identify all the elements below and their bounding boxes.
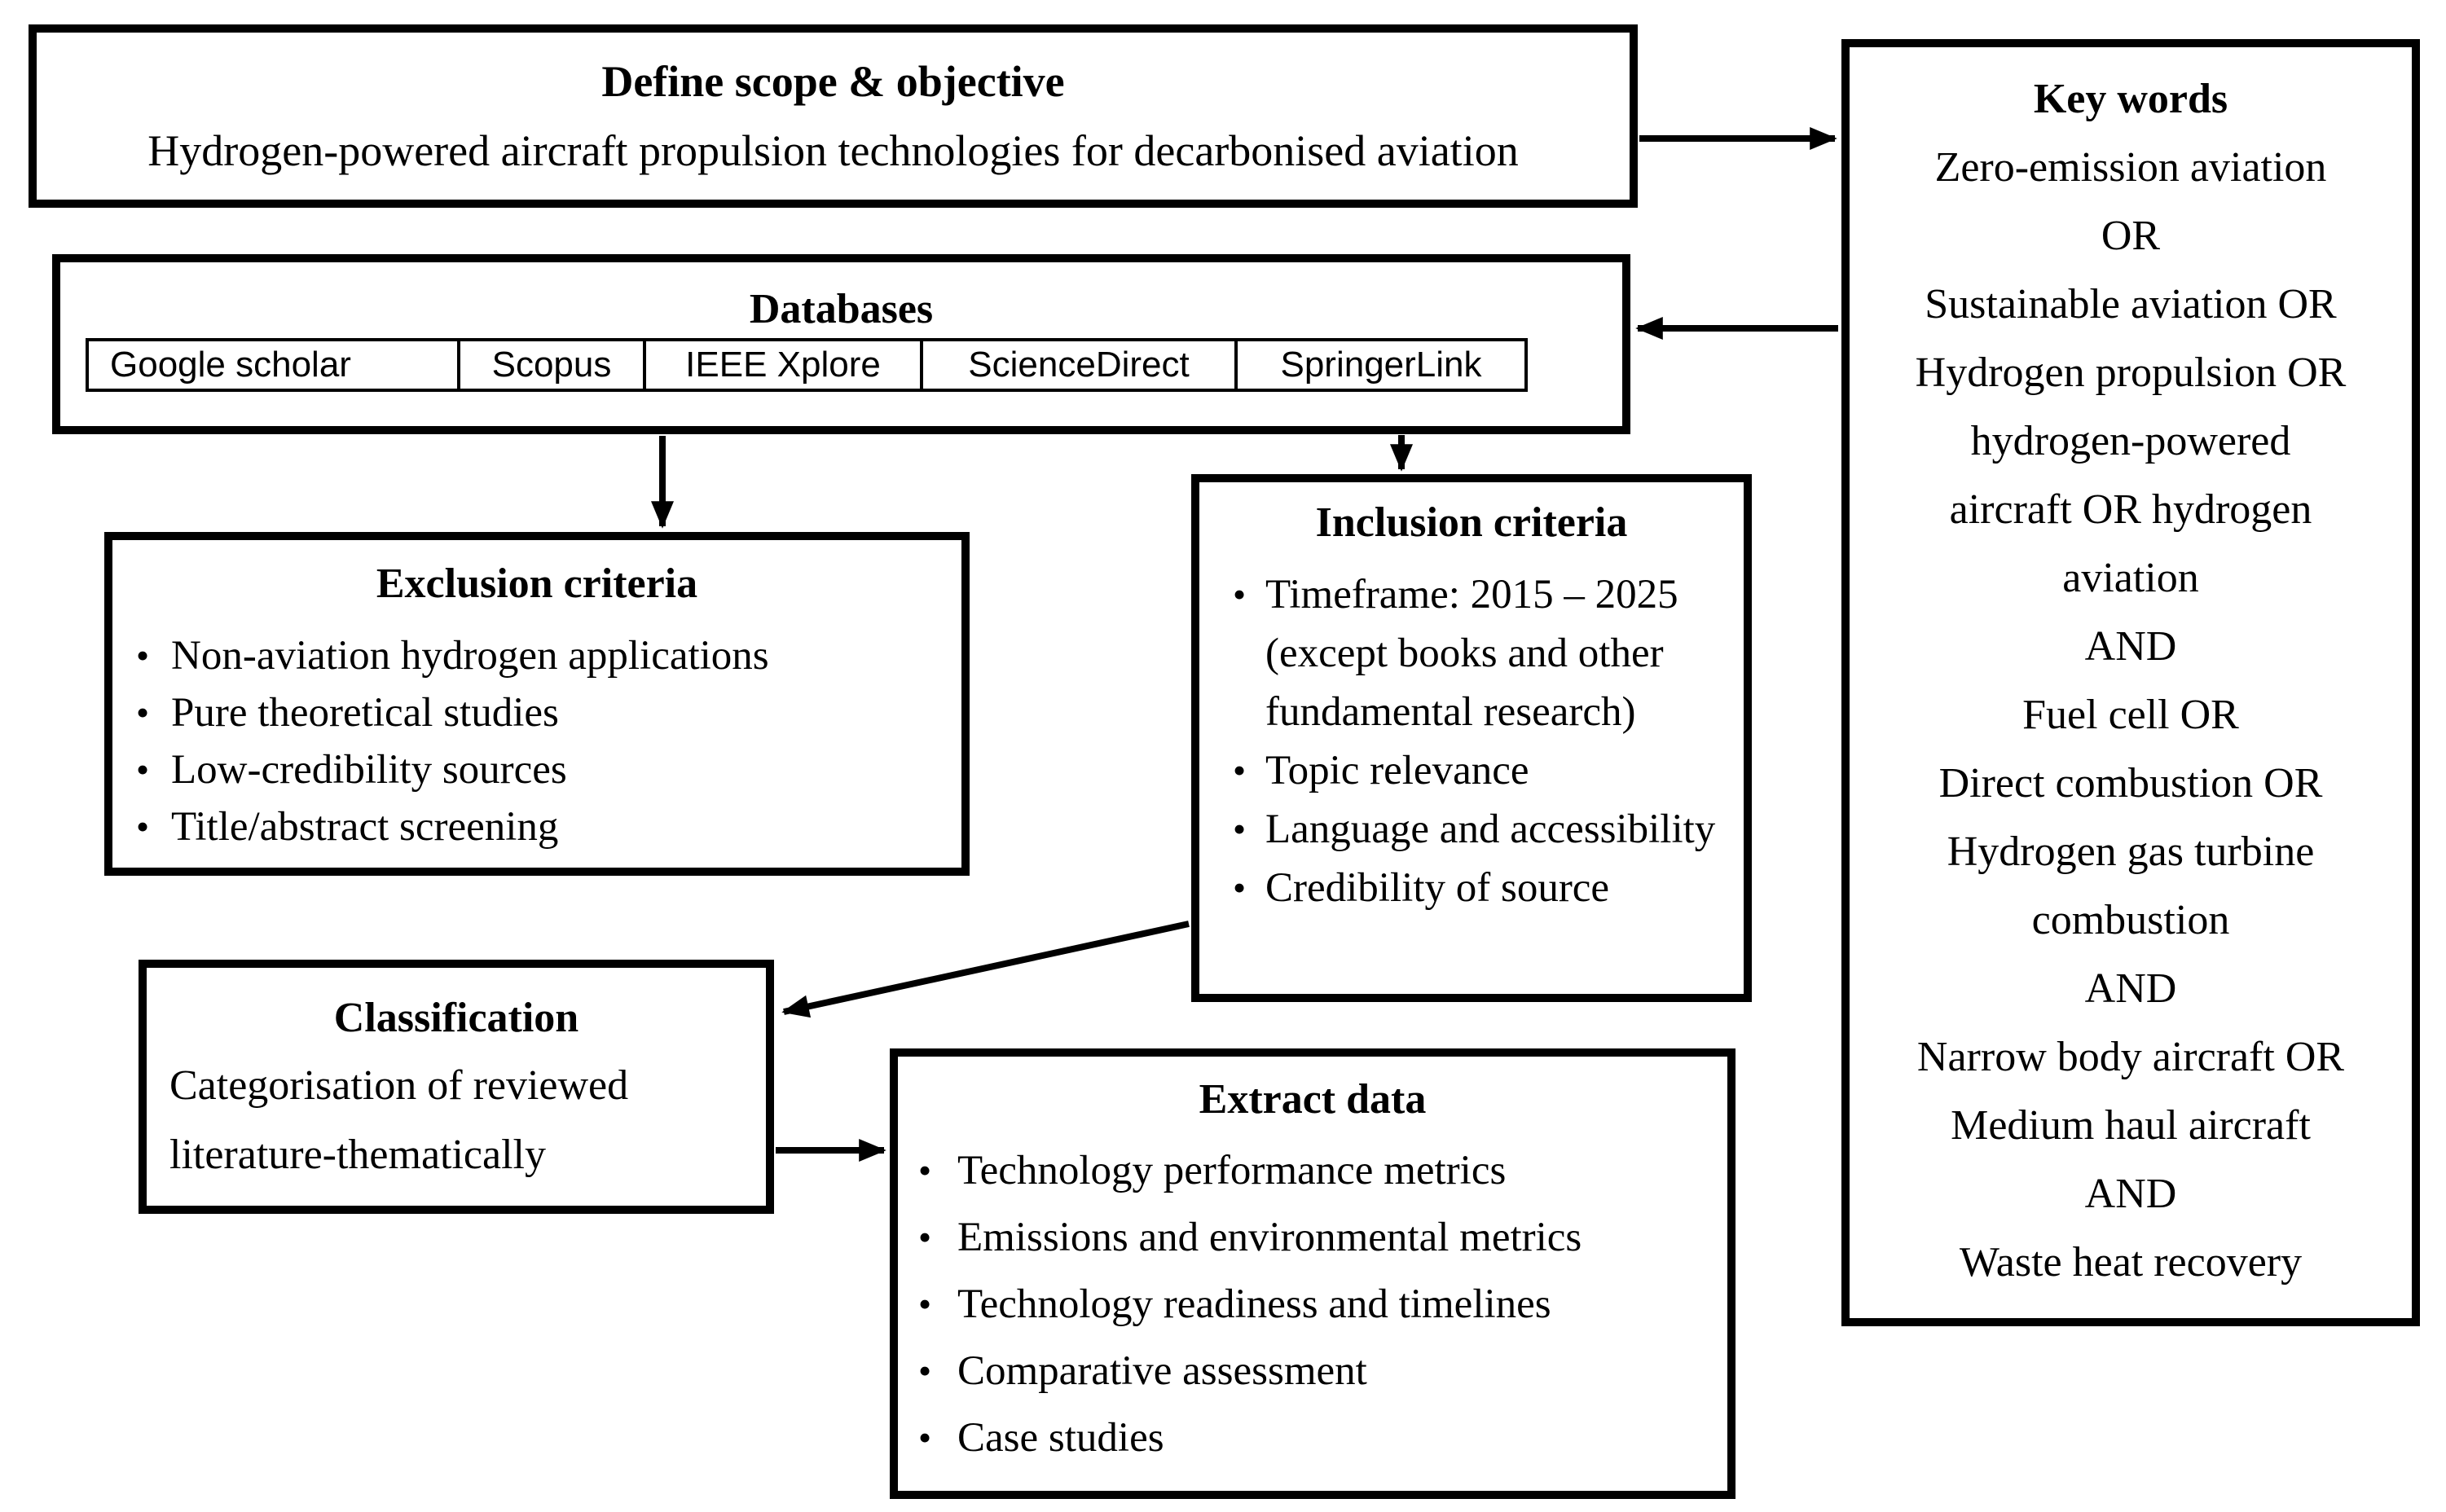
inclusion-criteria-box: Inclusion criteria • Timeframe: 2015 – 2…	[1191, 474, 1752, 1002]
bullet-text: Case studies	[957, 1415, 1164, 1461]
keyword-line: combustion	[2031, 897, 2230, 943]
inclusion-title: Inclusion criteria	[1315, 499, 1628, 546]
classification-box: Classification Categorisation of reviewe…	[139, 960, 774, 1214]
keyword-line: Direct combustion OR	[1938, 760, 2323, 807]
list-item: • Technology readiness and timelines	[898, 1271, 1727, 1338]
list-item: • Comparative assessment	[898, 1338, 1727, 1404]
extract-data-box: Extract data • Technology performance me…	[890, 1048, 1736, 1499]
bullet-icon: •	[918, 1283, 932, 1325]
bullet-icon: •	[136, 635, 150, 676]
keyword-line: Hydrogen gas turbine	[1947, 829, 2315, 875]
list-item: • Topic relevance	[1199, 741, 1744, 800]
bullet-text: Timeframe: 2015 – 2025 (except books and…	[1265, 572, 1678, 735]
bullet-text: Pure theoretical studies	[171, 690, 559, 736]
database-cell: ScienceDirect	[920, 341, 1234, 389]
list-item: • Low-credibility sources	[112, 741, 961, 798]
bullet-text: Comparative assessment	[957, 1348, 1367, 1394]
bullet-text: Non-aviation hydrogen applications	[171, 633, 769, 679]
keyword-line: Zero-emission aviation	[1934, 144, 2327, 191]
list-item: • Emissions and environmental metrics	[898, 1204, 1727, 1271]
database-cell: Scopus	[457, 341, 643, 389]
bullet-icon: •	[918, 1417, 932, 1458]
bullet-icon: •	[918, 1216, 932, 1258]
keyword-line: aircraft OR hydrogen	[1949, 486, 2312, 533]
bullet-icon: •	[136, 692, 150, 733]
arrow-inclusion-to-classification	[781, 921, 1190, 1018]
list-item: • Title/abstract screening	[112, 798, 961, 855]
exclusion-bullet-list: • Non-aviation hydrogen applications • P…	[112, 627, 961, 855]
list-item: • Pure theoretical studies	[112, 684, 961, 741]
bullet-icon: •	[1233, 867, 1247, 908]
inclusion-bullet-list: • Timeframe: 2015 – 2025 (except books a…	[1199, 565, 1744, 917]
keyword-line: AND	[2084, 1171, 2177, 1217]
keyword-line: Narrow body aircraft OR	[1916, 1034, 2345, 1080]
bullet-icon: •	[918, 1350, 932, 1391]
exclusion-title: Exclusion criteria	[376, 560, 698, 607]
exclusion-criteria-box: Exclusion criteria • Non-aviation hydrog…	[104, 532, 970, 876]
list-item: • Non-aviation hydrogen applications	[112, 627, 961, 684]
keyword-line: OR	[2101, 213, 2161, 259]
bullet-icon: •	[136, 806, 150, 847]
list-item: • Technology performance metrics	[898, 1137, 1727, 1204]
database-cell: SpringerLink	[1234, 341, 1524, 389]
bullet-text: Low-credibility sources	[171, 747, 567, 793]
keyword-line: Medium haul aircraft	[1951, 1102, 2311, 1149]
bullet-text: Title/abstract screening	[171, 804, 559, 850]
bullet-text: Topic relevance	[1265, 748, 1529, 793]
bullet-icon: •	[1233, 808, 1247, 850]
classification-body: Categorisation of reviewed literature-th…	[169, 1062, 629, 1178]
keyword-line: aviation	[2062, 555, 2199, 601]
extract-bullet-list: • Technology performance metrics • Emiss…	[898, 1137, 1727, 1471]
bullet-text: Language and accessibility	[1265, 807, 1716, 852]
bullet-text: Technology readiness and timelines	[957, 1281, 1551, 1327]
bullet-icon: •	[918, 1149, 932, 1191]
keyword-line: Sustainable aviation OR	[1925, 281, 2337, 327]
classification-title: Classification	[333, 995, 579, 1041]
database-cell: IEEE Xplore	[643, 341, 920, 389]
define-scope-box: Define scope & objective Hydrogen-powere…	[29, 24, 1638, 208]
keyword-line: Fuel cell OR	[2022, 692, 2239, 738]
bullet-text: Technology performance metrics	[957, 1148, 1507, 1193]
bullet-icon: •	[1233, 749, 1247, 791]
keyword-line: Hydrogen propulsion OR	[1915, 349, 2347, 396]
bullet-text: Emissions and environmental metrics	[957, 1215, 1582, 1260]
keyword-line: AND	[2084, 623, 2177, 670]
list-item: • Timeframe: 2015 – 2025 (except books a…	[1199, 565, 1744, 741]
list-item: • Credibility of source	[1199, 859, 1744, 917]
extract-title: Extract data	[1199, 1076, 1427, 1123]
keywords-title: Key words	[2033, 76, 2228, 122]
list-item: • Language and accessibility	[1199, 800, 1744, 859]
define-scope-subtitle: Hydrogen-powered aircraft propulsion tec…	[147, 125, 1519, 175]
keyword-line: Waste heat recovery	[1959, 1239, 2303, 1286]
bullet-icon: •	[1233, 574, 1247, 615]
keyword-line: hydrogen-powered	[1970, 418, 2291, 464]
bullet-text: Credibility of source	[1265, 865, 1610, 911]
bullet-icon: •	[136, 749, 150, 790]
databases-title: Databases	[749, 286, 934, 332]
database-cell: Google scholar	[110, 345, 351, 385]
keyword-line: AND	[2084, 965, 2177, 1012]
list-item: • Case studies	[898, 1404, 1727, 1471]
define-scope-title: Define scope & objective	[601, 56, 1065, 106]
